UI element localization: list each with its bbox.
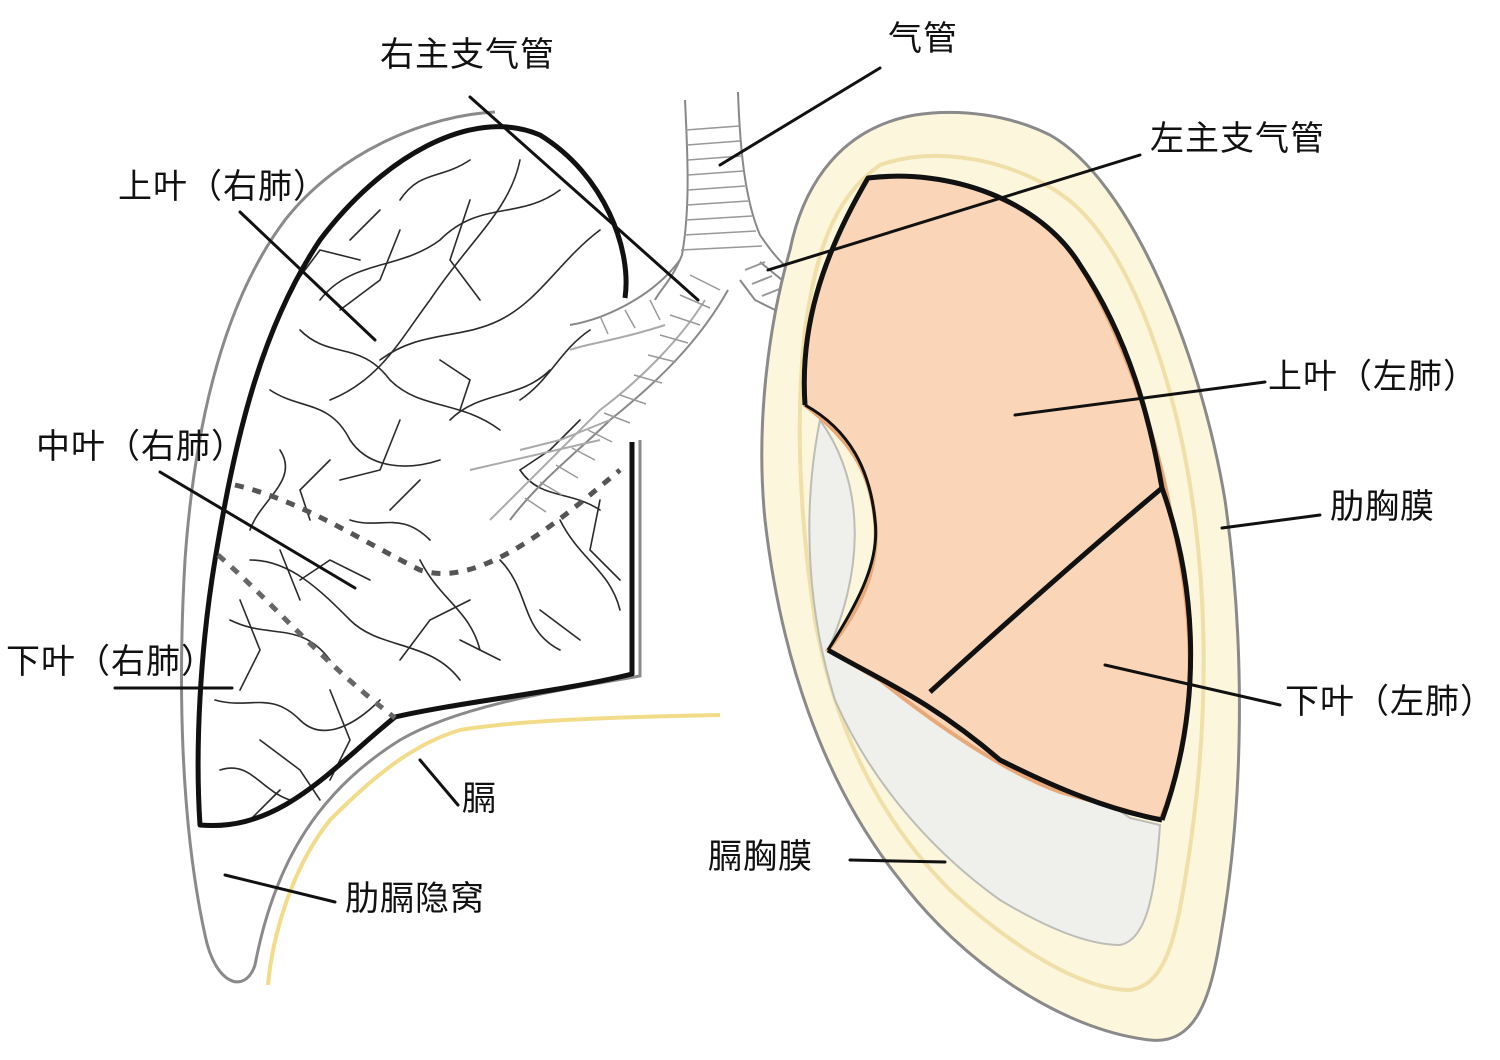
label-lower-lobe-right: 下叶（右肺） (6, 642, 216, 682)
label-diaphragm: 膈 (462, 779, 497, 819)
right-horizontal-fissure (234, 468, 622, 576)
leader-trachea (718, 66, 882, 167)
leader-diaphragmatic-pleura (848, 858, 947, 864)
leader-upper-lobe-left (1013, 380, 1267, 417)
right-lung (180, 110, 642, 984)
trachea-wall-right (737, 91, 791, 271)
right-oblique-fissure (216, 553, 397, 720)
leader-lines (113, 66, 1322, 904)
leader-left-main-bronchus (766, 153, 1142, 272)
leader-upper-lobe-right (238, 210, 377, 342)
leader-lower-lobe-left (1103, 663, 1282, 707)
label-diaphragmatic-pleura: 膈胸膜 (708, 837, 813, 877)
left-costodiaphragmatic-area (808, 417, 1162, 947)
label-right-main-bronchus: 右主支气管 (380, 35, 555, 75)
label-costal-pleura: 肋胸膜 (1330, 487, 1435, 527)
right-lung-body (197, 120, 632, 826)
label-trachea: 气管 (888, 19, 958, 59)
left-visceral-pleura-line (797, 153, 1206, 993)
leader-right-main-bronchus (468, 95, 700, 302)
left-lung (760, 110, 1241, 1042)
leader-costal-pleura (1220, 513, 1322, 530)
left-lung-lower-border (826, 647, 1163, 823)
label-upper-lobe-left: 上叶（左肺） (1268, 357, 1478, 397)
leader-costodiaphragmatic-recess (223, 873, 337, 904)
leader-middle-lobe-right (158, 470, 357, 590)
right-parietal-pleura (180, 110, 642, 984)
left-lung-outline (801, 173, 1194, 821)
label-left-main-bronchus: 左主支气管 (1150, 119, 1325, 159)
left-bronchus-stub (739, 279, 776, 311)
left-lung-medial-border (804, 403, 878, 651)
label-upper-lobe-right: 上叶（右肺） (118, 167, 328, 207)
label-costodiaphragmatic-recess: 肋膈隐窝 (345, 879, 485, 919)
right-lung-vessels (214, 159, 621, 821)
leader-diaphragm (418, 758, 460, 807)
label-middle-lobe-right: 中叶（右肺） (36, 427, 246, 467)
trachea-rings (680, 125, 763, 251)
left-oblique-fissure (928, 486, 1164, 694)
diaphragm-line (266, 713, 721, 986)
trachea-wall-left (654, 99, 689, 301)
label-lower-lobe-left: 下叶（左肺） (1285, 682, 1495, 722)
